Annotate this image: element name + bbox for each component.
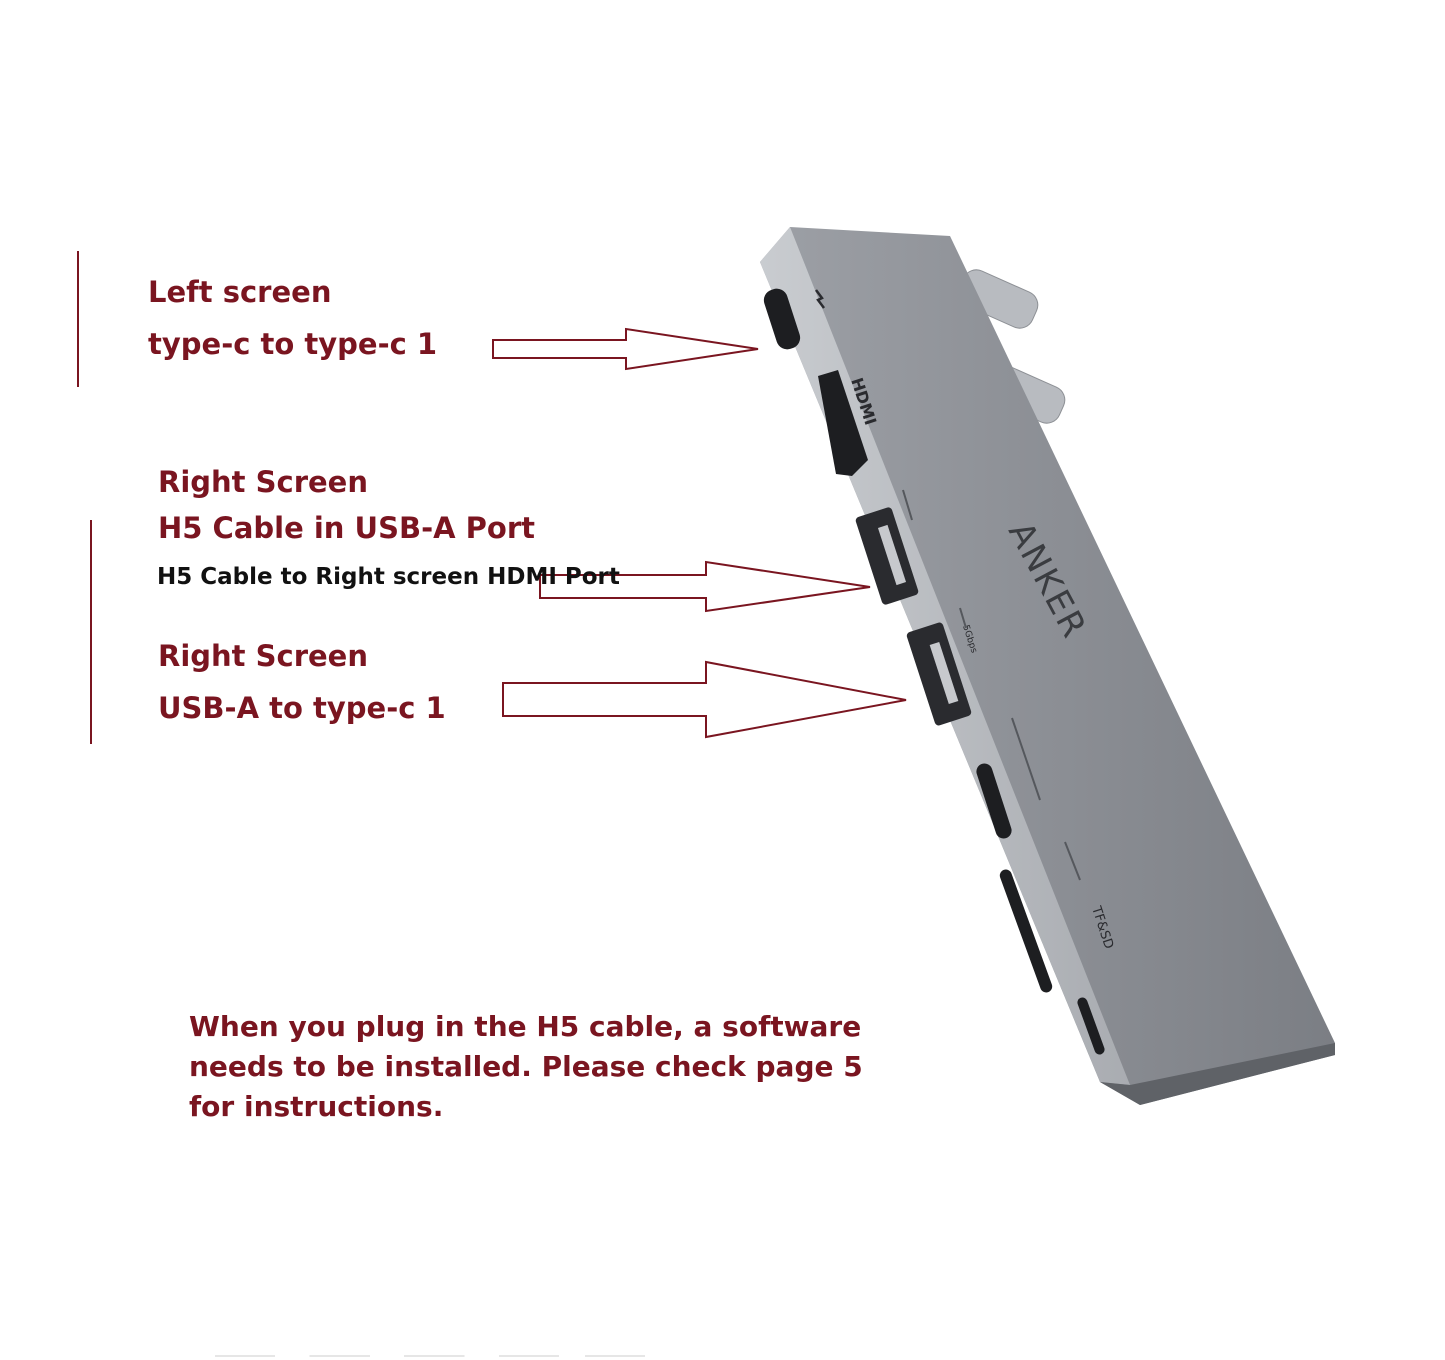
footer-divider <box>215 1355 645 1357</box>
right-screen-b-title: Right Screen <box>158 639 368 673</box>
arrow-right-screen-h5 <box>539 560 871 613</box>
left-screen-connection: type-c to type-c 1 <box>148 327 438 361</box>
arrow-right-screen-usba <box>502 660 907 739</box>
hdmi-port <box>818 370 868 476</box>
usb-c-port-1 <box>763 288 801 350</box>
software-note: When you plug in the H5 cable, a softwar… <box>189 1010 863 1123</box>
right-screen-a-connection: H5 Cable in USB-A Port <box>158 511 535 545</box>
tf-slot <box>1077 997 1105 1055</box>
usb-a-port-1 <box>855 507 919 605</box>
usb-c-port-2 <box>976 763 1012 839</box>
edge-separators <box>902 489 1081 881</box>
lightning-icon <box>815 289 825 309</box>
usb-a-port-2 <box>906 622 972 726</box>
arrow-left-screen <box>492 327 759 371</box>
left-screen-bracket <box>77 251 79 387</box>
right-screen-b-connection: USB-A to type-c 1 <box>158 691 446 725</box>
right-screen-a-detail: H5 Cable to Right screen HDMI Port <box>157 564 620 590</box>
left-screen-title: Left screen <box>148 275 332 309</box>
right-screen-bracket <box>90 520 92 744</box>
sd-slot <box>999 869 1053 993</box>
right-screen-a-title: Right Screen <box>158 465 368 499</box>
